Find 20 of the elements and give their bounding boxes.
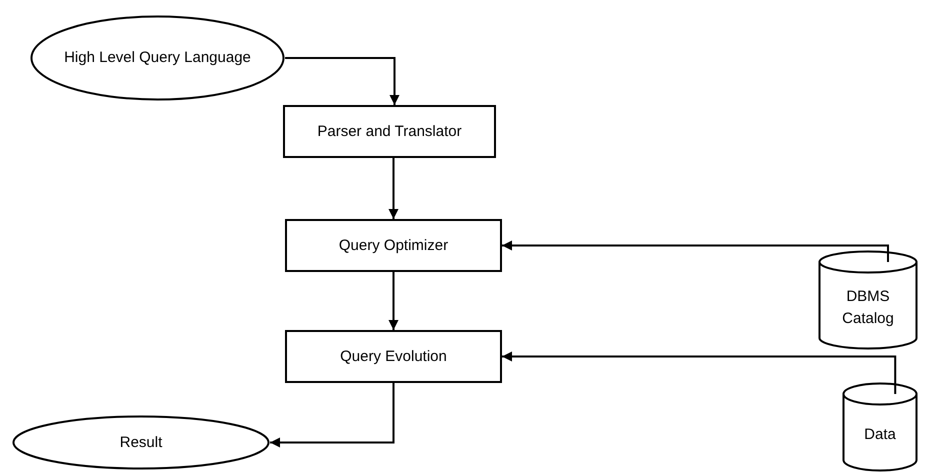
node-label: Query Evolution [339,346,448,366]
node-label: DBMS Catalog [841,287,895,329]
terminal-ellipse [12,415,270,470]
node-label: Data [863,425,897,445]
process-box [283,105,496,158]
arrow [502,240,889,262]
node-label: Query Optimizer [338,236,450,256]
arrow [270,383,394,448]
terminal-ellipse [30,15,285,101]
process-box [285,219,502,272]
arrow [502,352,896,394]
node-label: High Level Query Language [63,48,252,68]
arrow [388,158,398,219]
database-cylinder [818,250,918,350]
node-label: Parser and Translator [316,122,463,142]
database-cylinder [842,382,918,472]
arrow [285,57,400,105]
node-label: Result [118,432,164,452]
process-box [285,330,502,383]
arrow [388,272,398,330]
